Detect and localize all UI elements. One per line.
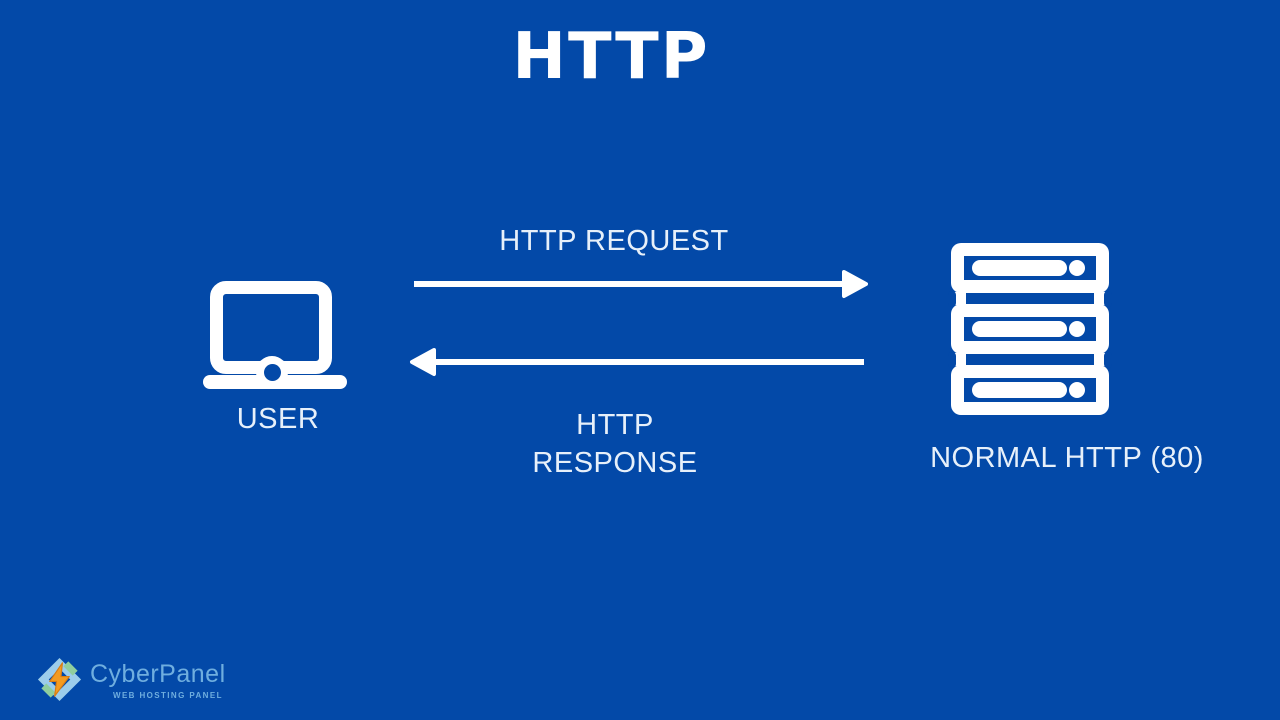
server-rack-icon: [948, 243, 1112, 415]
rack-notch: [1104, 291, 1112, 307]
server-label: NORMAL HTTP (80): [930, 442, 1204, 474]
response-arrow-icon: [410, 348, 864, 376]
server-unit: [951, 304, 1109, 354]
server-led-dot: [1069, 382, 1085, 398]
server-unit: [951, 243, 1109, 293]
laptop-base: [203, 375, 347, 389]
laptop-icon: [202, 278, 348, 390]
server-slot-bar: [972, 321, 1067, 337]
brand-tagline: WEB HOSTING PANEL: [113, 691, 223, 700]
page-title: HTTP: [512, 20, 710, 94]
brand-text: CyberPanel WEB HOSTING PANEL: [90, 656, 226, 701]
response-label: HTTP RESPONSE: [532, 409, 698, 479]
laptop-screen: [210, 281, 332, 374]
server-unit: [951, 365, 1109, 415]
request-arrow-icon: [414, 270, 868, 298]
lightning-bolt-diamond-icon: [37, 657, 82, 702]
client-label: USER: [236, 403, 320, 435]
server-led-dot: [1069, 321, 1085, 337]
request-label: HTTP REQUEST: [499, 225, 729, 257]
rack-notch: [1104, 352, 1112, 368]
server-led-dot: [1069, 260, 1085, 276]
server-slot-bar: [972, 260, 1067, 276]
rack-notch: [948, 291, 956, 307]
rack-notch: [948, 352, 956, 368]
brand-name: CyberPanel: [90, 660, 226, 688]
laptop-button-dot: [264, 364, 281, 381]
server-slot-bar: [972, 382, 1067, 398]
brand-logo: CyberPanel WEB HOSTING PANEL: [36, 656, 226, 703]
